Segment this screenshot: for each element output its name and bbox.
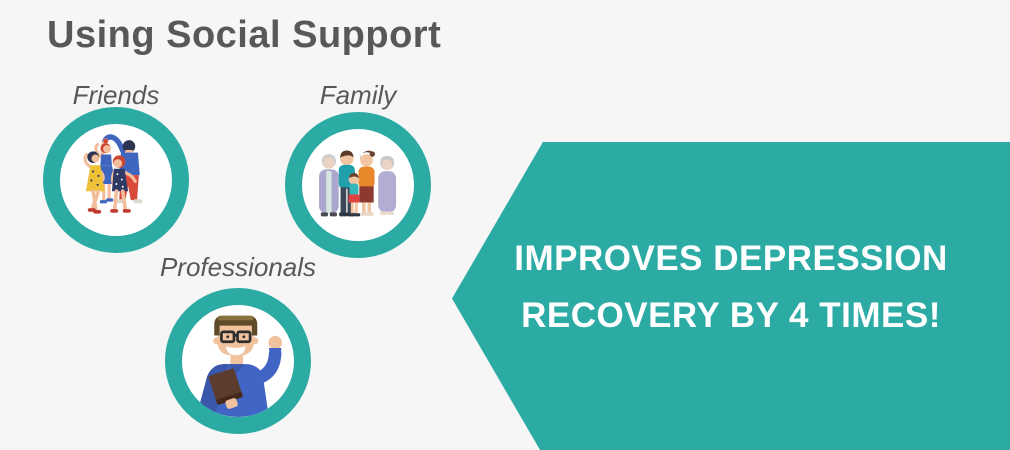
dancing-friends-icon: [83, 134, 143, 214]
family-label: Family: [319, 80, 397, 110]
page-title: Using Social Support: [47, 14, 442, 56]
arrow-banner: IMPROVES DEPRESSION RECOVERY BY 4 TIMES!: [452, 142, 1010, 450]
professionals-circle: [165, 288, 311, 434]
waving-professional-man-icon: [196, 315, 282, 417]
friends-label: Friends: [72, 80, 160, 110]
multigenerational-family-icon: [319, 150, 397, 217]
professionals-label: Professionals: [159, 252, 317, 282]
family-circle: [285, 112, 431, 258]
friends-circle: [43, 107, 189, 253]
banner-text-line-1: IMPROVES DEPRESSION: [514, 238, 948, 278]
banner-text-line-2: RECOVERY BY 4 TIMES!: [521, 295, 941, 335]
